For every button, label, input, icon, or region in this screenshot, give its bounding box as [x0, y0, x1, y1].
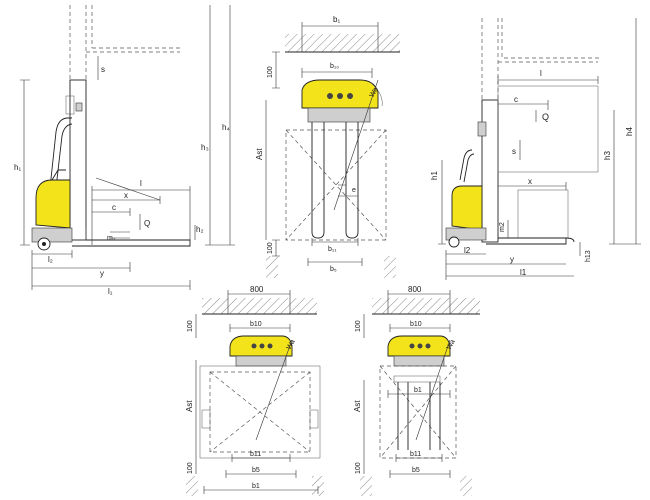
label-q-right: Q	[542, 112, 549, 122]
tiller-handle	[49, 117, 72, 189]
label-l-right: l	[540, 69, 542, 78]
label-b11-br: b11	[410, 451, 421, 458]
label-m2-right: m2	[499, 222, 506, 232]
label-h1-right: h1	[430, 171, 439, 180]
label-s: s	[101, 65, 105, 74]
label-b1-bl: b1	[252, 483, 260, 490]
fork-right-view	[486, 237, 567, 245]
label-y: y	[100, 269, 104, 278]
label-ast: Ast	[255, 148, 264, 160]
label-b1: b₁	[333, 15, 340, 24]
wall-hatch-br	[372, 298, 480, 314]
label-100-bottom-bl: 100	[187, 462, 194, 474]
label-h1: h₁	[14, 163, 21, 172]
label-c-right: c	[514, 95, 518, 104]
label-s-right: s	[512, 147, 516, 156]
label-m2: m₂	[107, 235, 116, 242]
label-b10-bl: b10	[250, 321, 262, 328]
label-l1: l₁	[108, 287, 113, 296]
fork-left	[311, 122, 325, 239]
label-800-bl: 800	[250, 285, 264, 294]
label-800-br: 800	[408, 285, 422, 294]
top-view-bottom-left: 800 100 b10 Wa Ast 100 b11 b5 b1	[185, 285, 324, 496]
label-100-top-bl: 100	[187, 320, 194, 332]
label-b11-bl: b11	[250, 451, 261, 458]
label-h3: h₃	[201, 143, 209, 152]
label-h2: h₂	[196, 225, 204, 234]
label-ast-bl: Ast	[185, 400, 194, 412]
load-box	[497, 85, 599, 173]
label-b5-br: b5	[412, 467, 420, 474]
label-e: e	[352, 187, 356, 194]
fork	[72, 239, 191, 247]
label-x-right: x	[528, 177, 532, 186]
top-view-bottom-right: 800 100 b10 Wa Ast b1 100 b11 b5	[353, 285, 480, 496]
label-h3-right: h3	[603, 151, 612, 160]
side-view-left: h₁ h₃ h₄ h₂ s l x c Q m₂ l₂ y l₁	[14, 5, 235, 296]
label-l2: l₂	[48, 255, 53, 264]
wall-hatch-bl	[202, 298, 317, 314]
mast-extension-dashed	[69, 5, 182, 80]
label-wa-bl: Wa	[286, 339, 297, 351]
label-ast-br: Ast	[353, 400, 362, 412]
label-b11: b₁₁	[328, 246, 337, 253]
label-b1-br: b1	[414, 387, 422, 394]
label-wa-br: Wa	[446, 339, 457, 351]
label-100-top: 100	[267, 66, 274, 78]
label-l2-right: l2	[464, 246, 471, 255]
label-q: Q	[144, 219, 150, 228]
wall-hatch-top	[285, 34, 400, 52]
fork-right	[345, 122, 359, 239]
mast-right	[481, 99, 499, 243]
label-c: c	[112, 203, 116, 212]
drive-base	[31, 227, 73, 243]
label-b5: b₅	[330, 266, 337, 273]
label-100-top-br: 100	[355, 320, 362, 332]
machine-body-right	[451, 185, 483, 231]
top-view-center: b₁ b₁₀ Wa Ast 100 100 e b₁₁ b₅	[255, 15, 400, 278]
label-b10-br: b10	[410, 321, 422, 328]
side-view-right: l c Q s x h1 h3 h4 m2 l2 y h13 l1	[430, 18, 641, 280]
label-h13-right: h13	[585, 250, 592, 262]
label-100-bottom: 100	[267, 242, 274, 254]
label-l: l	[140, 179, 142, 188]
mast-extension-dashed-right	[481, 18, 600, 100]
label-l1-right: l1	[520, 268, 527, 277]
label-wa: Wa	[369, 86, 380, 98]
label-x: x	[124, 191, 128, 200]
mast	[69, 79, 87, 241]
label-b10: b₁₀	[330, 63, 339, 70]
label-h4-right: h4	[625, 127, 634, 136]
tiller-handle-right	[459, 149, 473, 181]
label-h4: h₄	[222, 123, 230, 132]
label-y-right: y	[510, 255, 514, 264]
machine-body	[35, 179, 71, 229]
pallet-outline	[285, 129, 387, 241]
label-b5-bl: b5	[252, 467, 260, 474]
label-100-bottom-br: 100	[355, 462, 362, 474]
